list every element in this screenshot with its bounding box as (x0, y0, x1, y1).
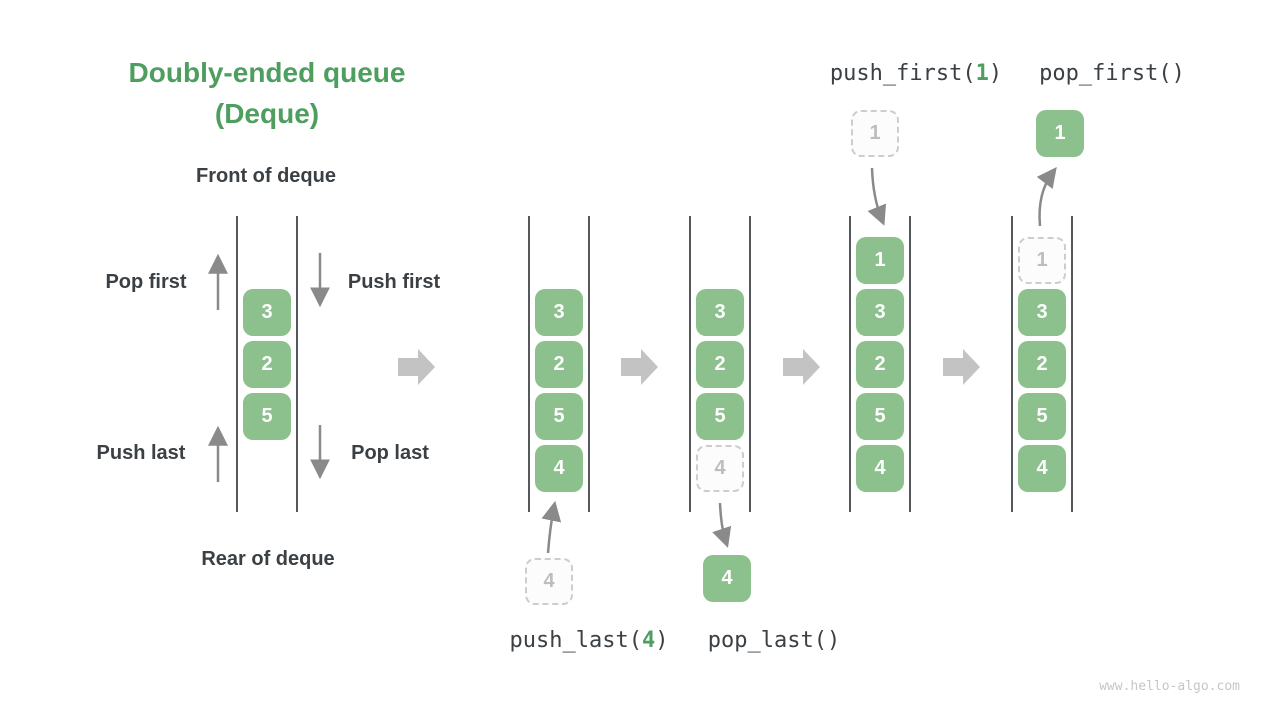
code-text: push_first( (829, 61, 976, 86)
pop-first-result-box: 1 (1036, 110, 1084, 157)
code-text: ) (655, 628, 669, 653)
diagram-title: Doubly-ended queue (Deque) (129, 52, 406, 134)
deque-state-2: 3 2 5 4 (528, 216, 590, 512)
push-last-operation: push_last(4) (510, 627, 669, 655)
deque-cell: 5 (243, 393, 291, 440)
deque-cell: 5 (1018, 393, 1066, 440)
push-last-label: Push last (96, 442, 186, 464)
deque-ghost-cell: 1 (1018, 237, 1066, 284)
deque-cell: 3 (1018, 289, 1066, 336)
deque-cell: 2 (696, 341, 744, 388)
deque-cell: 2 (1018, 341, 1066, 388)
deque-cell: 3 (535, 289, 583, 336)
transition-arrow-icon (398, 349, 435, 385)
transition-arrow-icon (621, 349, 658, 385)
deque-state-4: 1 3 2 5 4 (849, 216, 911, 512)
pop-last-label: Pop last (351, 442, 429, 464)
deque-ghost-cell: 4 (696, 445, 744, 492)
transition-arrow-icon (783, 349, 820, 385)
watermark: www.hello-algo.com (1099, 679, 1240, 694)
transition-arrow-icon (943, 349, 980, 385)
pop-last-result-box: 4 (703, 555, 751, 602)
deque-cell: 3 (856, 289, 904, 336)
deque-cell: 2 (856, 341, 904, 388)
deque-cell: 3 (243, 289, 291, 336)
deque-cell: 2 (535, 341, 583, 388)
code-arg: 1 (975, 61, 989, 86)
deque-cell: 2 (243, 341, 291, 388)
push-last-ghost-box: 4 (525, 558, 573, 605)
rear-of-deque-label: Rear of deque (201, 548, 335, 570)
code-text: ) (988, 61, 1003, 86)
deque-cell: 3 (696, 289, 744, 336)
deque-cell: 4 (535, 445, 583, 492)
deque-cell: 5 (535, 393, 583, 440)
title-line-2: (Deque) (214, 98, 320, 129)
deque-state-5: 1 3 2 5 4 (1011, 216, 1073, 512)
deque-cell: 5 (856, 393, 904, 440)
push-first-move-arrow-icon (867, 167, 887, 226)
deque-state-1: 3 2 5 (236, 216, 298, 512)
push-last-move-arrow-icon (541, 500, 562, 554)
front-of-deque-label: Front of deque (196, 165, 336, 187)
deque-cell: 5 (696, 393, 744, 440)
pop-last-operation: pop_last() (707, 628, 841, 653)
deque-cell: 1 (856, 237, 904, 284)
title-line-1: Doubly-ended queue (128, 57, 406, 88)
code-arg: 4 (641, 628, 656, 653)
deque-cell: 4 (1018, 445, 1066, 492)
code-text: push_last( (509, 628, 642, 653)
push-first-ghost-box: 1 (851, 110, 899, 157)
pop-first-label: Pop first (105, 271, 187, 293)
deque-cell: 4 (856, 445, 904, 492)
push-first-label: Push first (347, 271, 441, 293)
pop-first-operation: pop_first() (1039, 61, 1185, 86)
push-first-operation: push_first(1) (830, 60, 1002, 88)
deque-state-3: 3 2 5 4 (689, 216, 751, 512)
